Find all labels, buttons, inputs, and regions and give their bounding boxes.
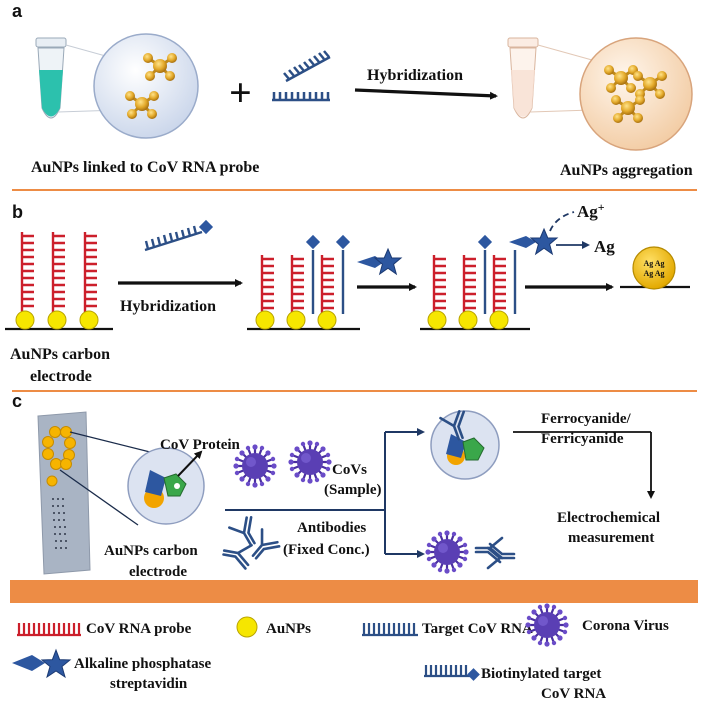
enzyme-bound-electrode <box>420 228 558 331</box>
biotinylated-rna-icon <box>144 219 214 252</box>
reagent-label-2: Ferricyanide <box>541 431 624 447</box>
covs-label-1: CoVs <box>332 462 367 478</box>
enzyme-star-icon <box>357 248 402 275</box>
ag-ion-label: Ag+ <box>577 200 605 221</box>
cov-protein-pointer <box>177 450 203 477</box>
panel-b: AuNPs carbon electrode Hybridization <box>5 200 690 385</box>
flow-branch <box>225 428 425 558</box>
panel-a-left-caption: AuNPs linked to CoV RNA probe <box>31 159 259 176</box>
panel-a-arrow-label: Hybridization <box>367 67 463 84</box>
zoom-line <box>537 44 593 61</box>
legend-enzyme-swatch <box>12 648 72 679</box>
panel-c-electrode-caption-2: electrode <box>129 564 187 580</box>
hybridization-arrow <box>354 88 498 100</box>
legend-biotinylated-swatch <box>424 665 480 681</box>
legend-target-swatch <box>362 623 418 637</box>
hybridized-electrode <box>247 234 360 331</box>
legend-probe-label: CoV RNA probe <box>86 621 192 637</box>
legend: CoV RNA probe AuNPs Target CoV RNA Coron… <box>12 602 669 702</box>
virus-icon <box>287 439 333 485</box>
virus-icon <box>232 443 278 489</box>
panel-a-right-caption: AuNPs aggregation <box>560 162 693 179</box>
tube-clear-icon <box>507 37 539 119</box>
legend-aunps-label: AuNPs <box>266 621 311 637</box>
panel-c-electrode-caption-1: AuNPs carbon <box>104 543 198 559</box>
ag-ion-charge: + <box>598 200 605 214</box>
zoom-line <box>69 431 151 453</box>
panel-b-arrow-label: Hybridization <box>120 298 216 315</box>
ag-particle-icon <box>632 246 676 290</box>
tube-cyan-icon <box>35 37 67 119</box>
plus-sign: + <box>229 70 252 115</box>
measurement-label-2: measurement <box>568 530 654 546</box>
legend-enzyme-label-1: Alkaline phosphatase <box>74 656 211 672</box>
panel-c-letter: c <box>12 391 22 411</box>
legend-virus-swatch <box>524 602 570 648</box>
cov-protein-label: CoV Protein <box>160 437 241 453</box>
legend-aunp-swatch <box>236 616 258 638</box>
legend-enzyme-label-2: streptavidin <box>110 676 188 692</box>
antibodies-icon <box>220 514 282 571</box>
ag-ion-symbol: Ag <box>577 202 598 221</box>
panel-b-letter: b <box>12 202 23 222</box>
ag-metal-label: Ag <box>594 237 615 256</box>
ag-particle-text-1: Ag Ag <box>643 259 664 268</box>
panel-b-electrode-caption-2: electrode <box>30 368 92 385</box>
legend-target-label: Target CoV RNA <box>422 621 533 637</box>
legend-biotinylated-label-1: Biotinylated target <box>481 666 601 682</box>
ag-ion-link <box>549 211 575 232</box>
virus-icon <box>424 529 470 575</box>
panel-a-letter: a <box>12 1 23 21</box>
antibodies-label-2: (Fixed Conc.) <box>283 542 370 558</box>
antibodies-label-1: Antibodies <box>297 520 366 536</box>
cov-protein-complex-icon <box>144 470 187 508</box>
reagent-label-1: Ferrocyanide/ <box>541 411 632 427</box>
legend-biotinylated-label-2: CoV RNA <box>541 686 606 702</box>
probe-electrode-1 <box>5 232 113 331</box>
panel-c: CoV Protein AuNPs carbon electrode CoVs … <box>37 408 660 580</box>
aunp-zoom-circle <box>93 33 199 139</box>
legend-virus-label: Corona Virus <box>582 618 669 634</box>
screen-printed-electrode-icon <box>37 411 91 575</box>
panel-b-electrode-caption-1: AuNPs carbon <box>10 346 110 363</box>
rna-strands-icon <box>272 50 331 102</box>
legend-band <box>10 580 698 603</box>
measurement-label-1: Electrochemical <box>557 510 660 526</box>
legend-probe-swatch <box>17 623 81 637</box>
covs-label-2: (Sample) <box>324 482 382 498</box>
panel-a: AuNPs linked to CoV RNA probe + Hybridiz… <box>31 33 693 179</box>
ag-particle-text-2: Ag Ag <box>643 269 664 278</box>
zoom-line <box>59 469 139 526</box>
antibody-virus-complex-icon <box>439 408 485 465</box>
